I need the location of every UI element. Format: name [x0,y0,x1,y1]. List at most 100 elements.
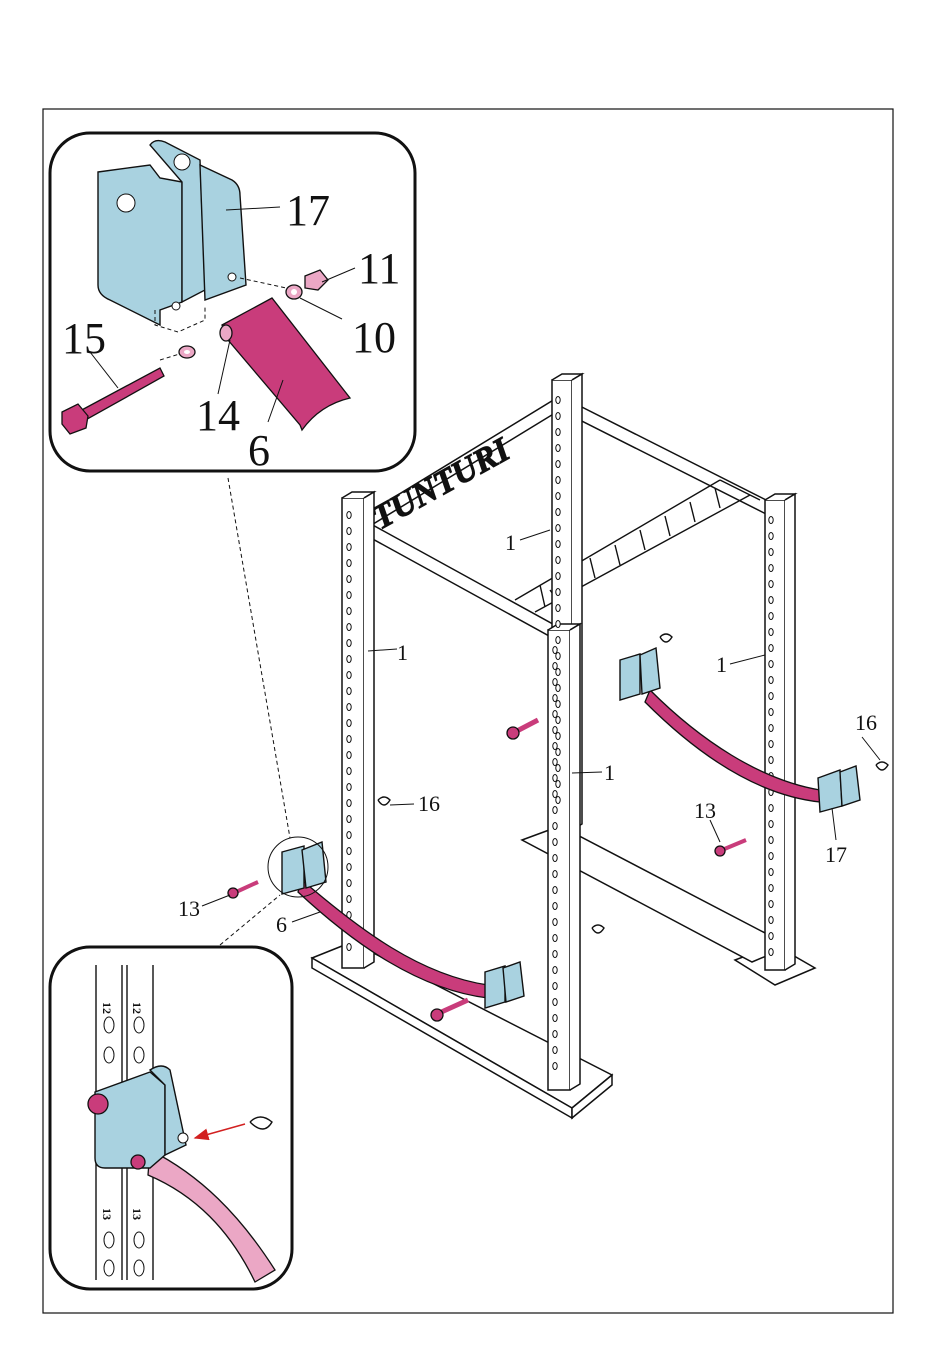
post-hole [556,541,560,548]
detail-top-inset: 17 11 10 15 14 6 [50,133,415,475]
pin-left [378,797,390,805]
post-hole [556,413,560,420]
post-hole [769,677,773,684]
post-hole [769,821,773,828]
post-hole [347,768,351,775]
label-pin-left: 16 [418,791,440,816]
post-hole [347,688,351,695]
hole-num-2: 12 [130,1002,144,1014]
post-hole [347,736,351,743]
post-hole [556,397,560,404]
post-hole [769,853,773,860]
post-hole [556,573,560,580]
bolt-left [228,882,258,898]
post-hole [769,741,773,748]
post-hole [347,512,351,519]
post-hole [347,624,351,631]
post-hole [769,533,773,540]
post-hole [556,477,560,484]
bolt-right [715,840,746,856]
post-hole [769,805,773,812]
pin-right [876,762,888,770]
bolt-head-closeup [88,1094,108,1114]
post-hole [347,816,351,823]
bracket-left-lower [485,962,524,1008]
post-hole [553,823,557,830]
post-hole [553,663,557,670]
bracket-left-upper [282,842,326,894]
post-hole [347,880,351,887]
tube-14 [220,325,232,341]
post-hole [347,864,351,871]
post-hole [769,629,773,636]
post-hole [769,613,773,620]
post-hole [347,656,351,663]
post-hole [769,693,773,700]
post-hole [347,560,351,567]
post-hole [553,775,557,782]
post-hole [769,709,773,716]
post-hole [553,679,557,686]
label-10: 10 [352,313,396,362]
label-bolt-right: 13 [694,798,716,823]
post-hole [769,869,773,876]
post-hole [769,837,773,844]
post-hole [347,608,351,615]
top-bar-right [560,396,778,520]
post-hole [553,1031,557,1038]
post-hole [553,983,557,990]
post-hole [553,759,557,766]
post-hole [556,589,560,596]
label-11: 11 [358,244,400,293]
post-hole [553,647,557,654]
post-hole [347,640,351,647]
post-hole [769,885,773,892]
post-hole [553,903,557,910]
label-post-front: 1 [604,760,615,785]
post-hole [553,999,557,1006]
bolt-left-lower [431,1009,443,1021]
post-hole [347,704,351,711]
post-hole [347,592,351,599]
post-hole [553,1063,557,1070]
post-hole [553,807,557,814]
post-hole [347,752,351,759]
hole-num-3: 13 [100,1208,114,1220]
post-hole [556,621,560,628]
post-hole [553,839,557,846]
post-hole [556,605,560,612]
post-hole [347,720,351,727]
bolt-middle [507,720,538,739]
label-band-left: 6 [276,912,287,937]
label-post-right: 1 [716,652,727,677]
post-hole [556,445,560,452]
post-hole [347,832,351,839]
post-hole [553,1015,557,1022]
post-hole [347,528,351,535]
post-hole [769,597,773,604]
post-hole [553,695,557,702]
post-hole [553,855,557,862]
post-hole [769,565,773,572]
hole-num-1: 12 [100,1002,114,1014]
bracket-17 [98,165,182,325]
label-post-back: 1 [505,530,516,555]
post-hole [347,848,351,855]
label-bracket-right: 17 [825,842,847,867]
post-hole [347,672,351,679]
post-hole [769,757,773,764]
post-hole [556,637,560,644]
post-hole [553,935,557,942]
label-15: 15 [62,314,106,363]
label-14: 14 [196,391,240,440]
post-hole [553,711,557,718]
post-hole [553,967,557,974]
post-hole [347,544,351,551]
post-hole [556,493,560,500]
post-hole [769,581,773,588]
post-hole [769,917,773,924]
post-hole [553,1047,557,1054]
label-post-left: 1 [397,640,408,665]
post-hole [553,743,557,750]
